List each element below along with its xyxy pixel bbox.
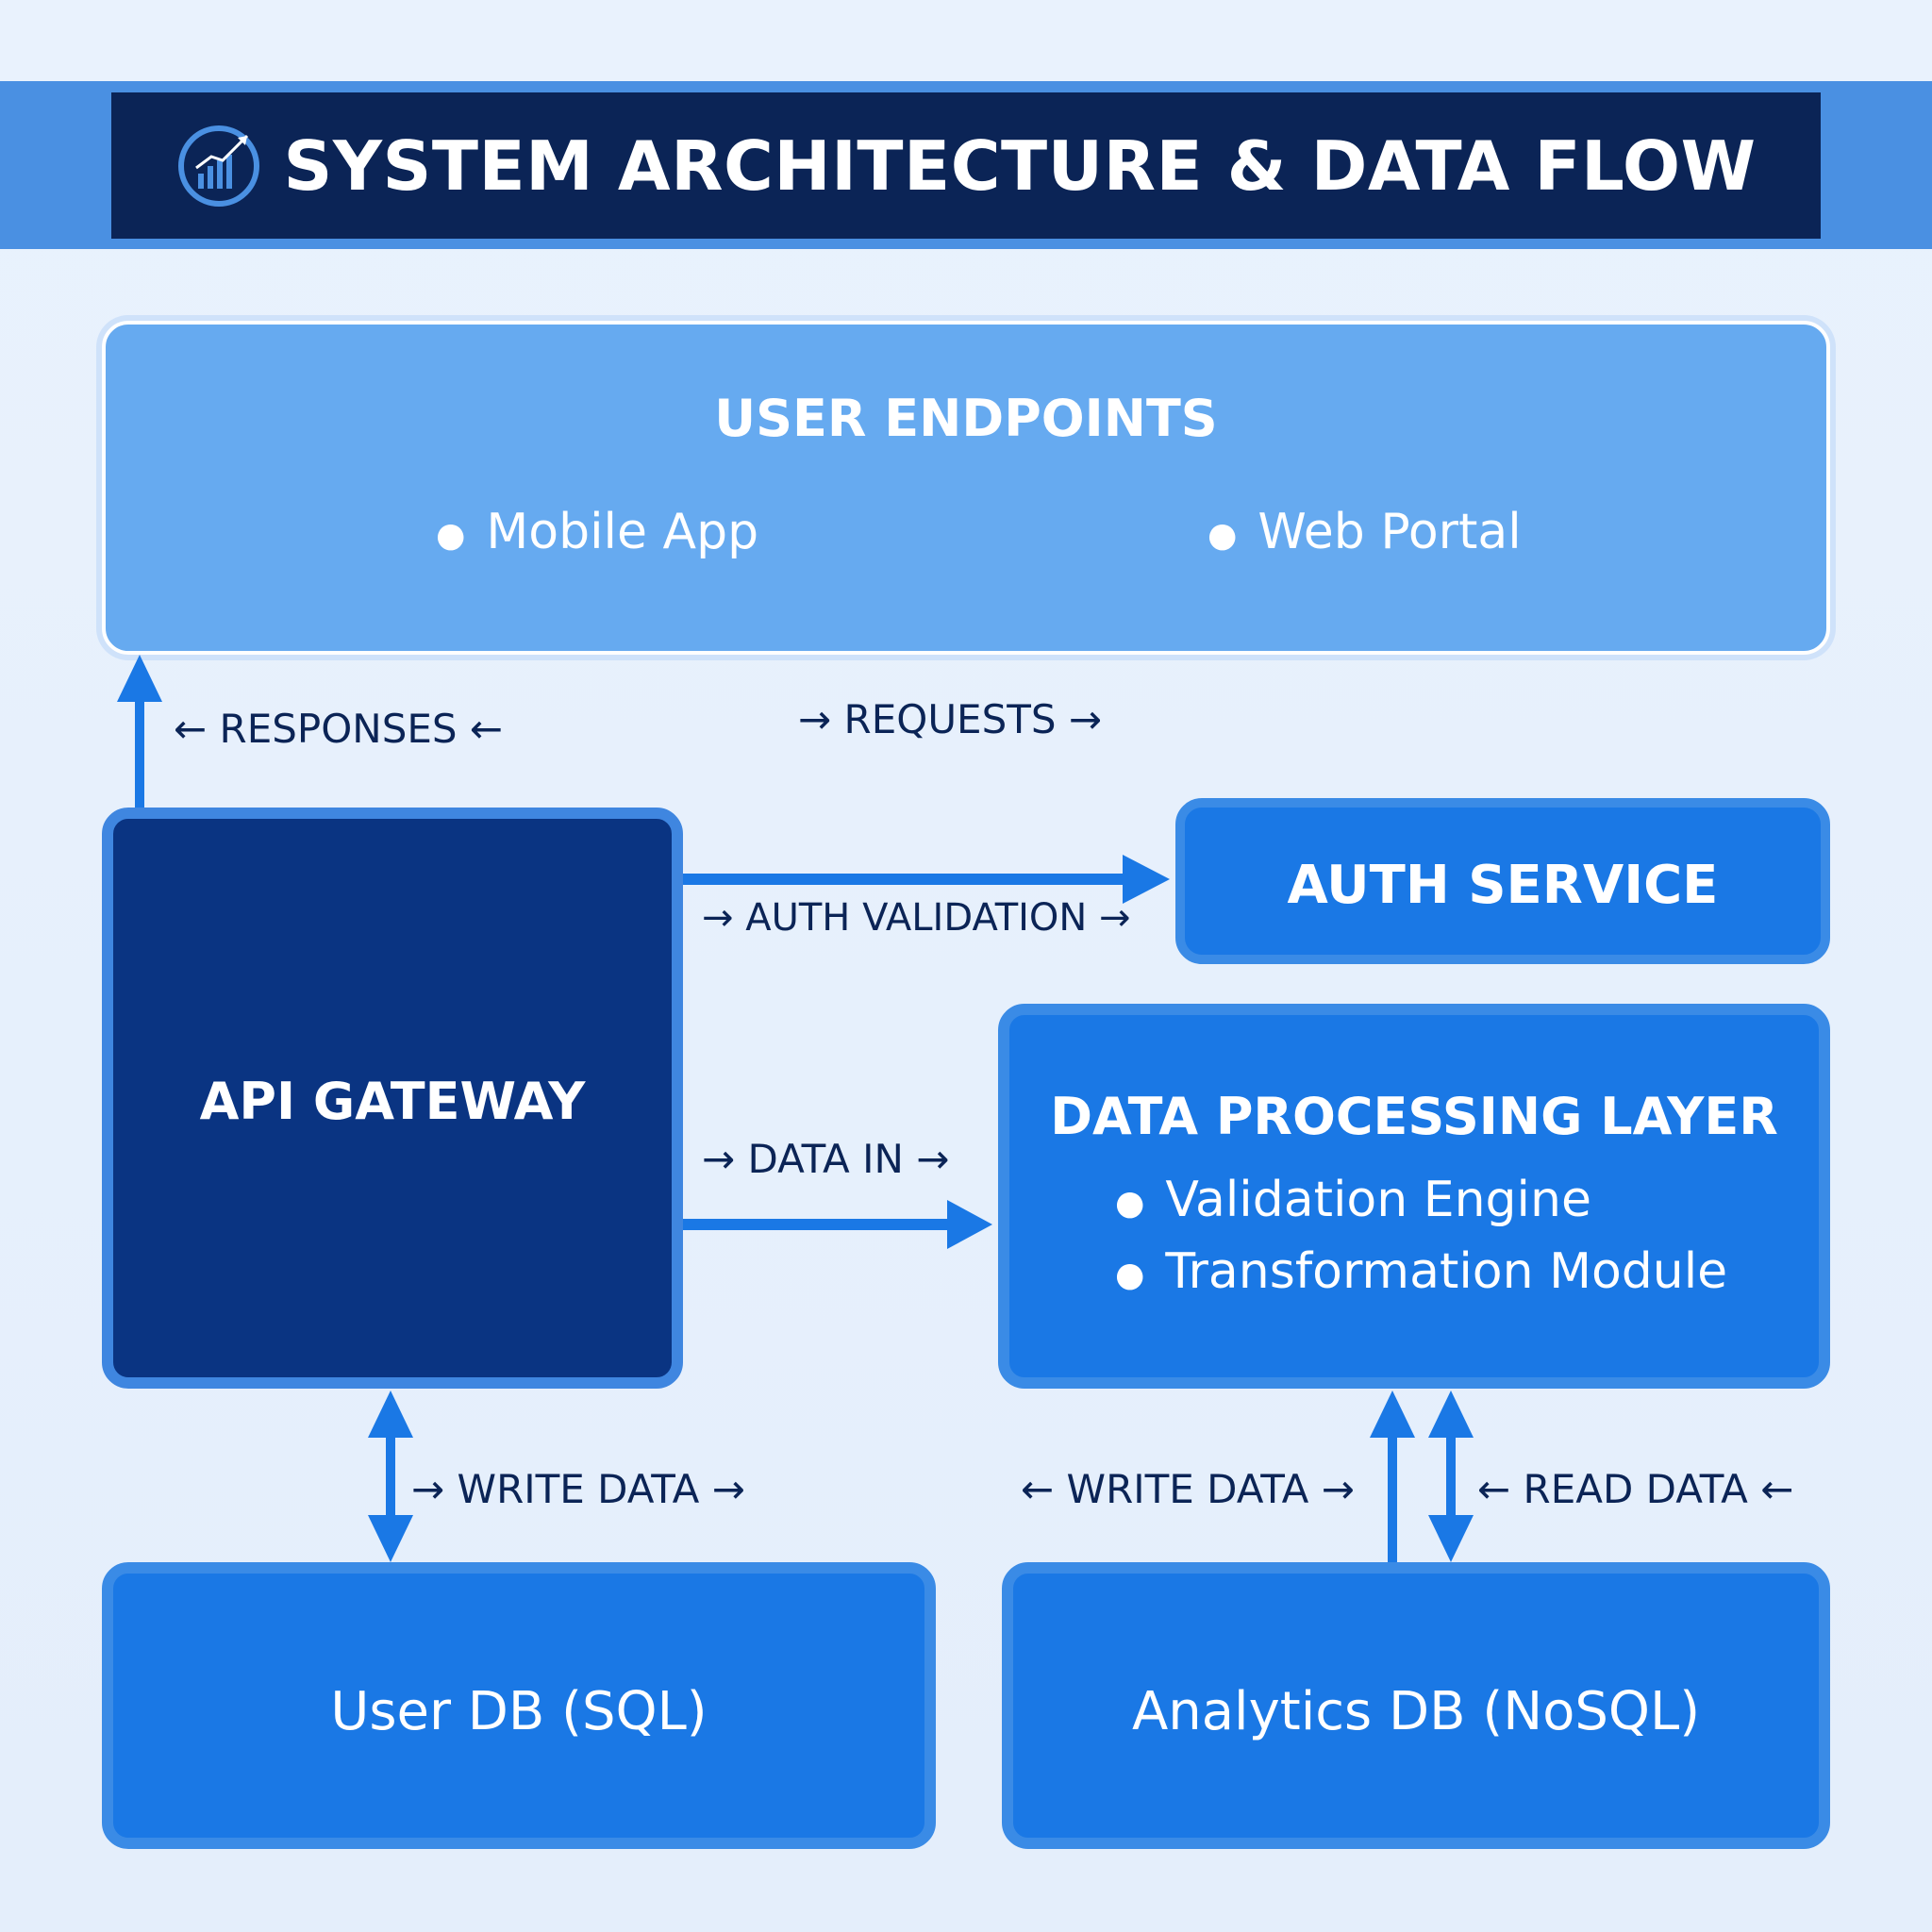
diagram-title: SYSTEM ARCHITECTURE & DATA FLOW [283,125,1757,206]
auth-service-box: AUTH SERVICE [1175,798,1830,964]
responses-label: ← RESPONSES ← [174,706,504,752]
item-label: Mobile App [486,504,759,560]
api-gateway-title: API GATEWAY [199,1072,586,1131]
data-processing-item: ● Validation Engine [1115,1172,1591,1228]
write-data-user-label: → WRITE DATA → [411,1466,745,1512]
user-db-box: User DB (SQL) [102,1562,936,1849]
read-data-label: ← READ DATA ← [1477,1466,1794,1512]
analytics-db-box: Analytics DB (NoSQL) [1002,1562,1830,1849]
analytics-db-title: Analytics DB (NoSQL) [1131,1681,1701,1742]
data-in-label: → DATA IN → [702,1136,950,1182]
item-label: Validation Engine [1165,1172,1591,1228]
api-gateway-box: API GATEWAY [102,808,683,1389]
item-label: Web Portal [1257,504,1522,560]
write-data-user-arrowhead-down-icon [368,1515,413,1562]
user-endpoints-item: ● Mobile App [436,504,758,560]
auth-service-title: AUTH SERVICE [1287,855,1719,916]
title-bar: SYSTEM ARCHITECTURE & DATA FLOW [111,92,1821,239]
data-processing-box: DATA PROCESSING LAYER ● Validation Engine… [998,1004,1830,1389]
user-db-title: User DB (SQL) [330,1681,708,1742]
auth-validation-arrowhead-icon [1123,855,1170,904]
bullet-dot-icon: ● [436,515,466,555]
item-label: Transformation Module [1165,1243,1728,1300]
write-data-analytics-arrowhead-icon [1370,1391,1415,1438]
auth-validation-label: → AUTH VALIDATION → [702,896,1131,940]
chart-logo-icon [178,125,260,207]
data-in-arrowhead-icon [947,1200,992,1249]
read-data-arrowhead-up-icon [1428,1391,1474,1438]
bullet-dot-icon: ● [1115,1183,1145,1223]
bullet-dot-icon: ● [1208,515,1238,555]
write-data-user-arrowhead-up-icon [368,1391,413,1438]
data-processing-title: DATA PROCESSING LAYER [1050,1087,1778,1146]
bullet-dot-icon: ● [1115,1255,1145,1294]
user-endpoints-title: USER ENDPOINTS [714,389,1218,448]
user-endpoints-item: ● Web Portal [1208,504,1522,560]
user-endpoints-box: USER ENDPOINTS ● Mobile App ● Web Portal [102,321,1830,655]
write-data-analytics-label: ← WRITE DATA → [1021,1466,1355,1512]
read-data-arrowhead-down-icon [1428,1515,1474,1562]
responses-arrowhead-icon [117,655,162,702]
data-processing-item: ● Transformation Module [1115,1243,1727,1300]
requests-label: → REQUESTS → [798,696,1103,742]
